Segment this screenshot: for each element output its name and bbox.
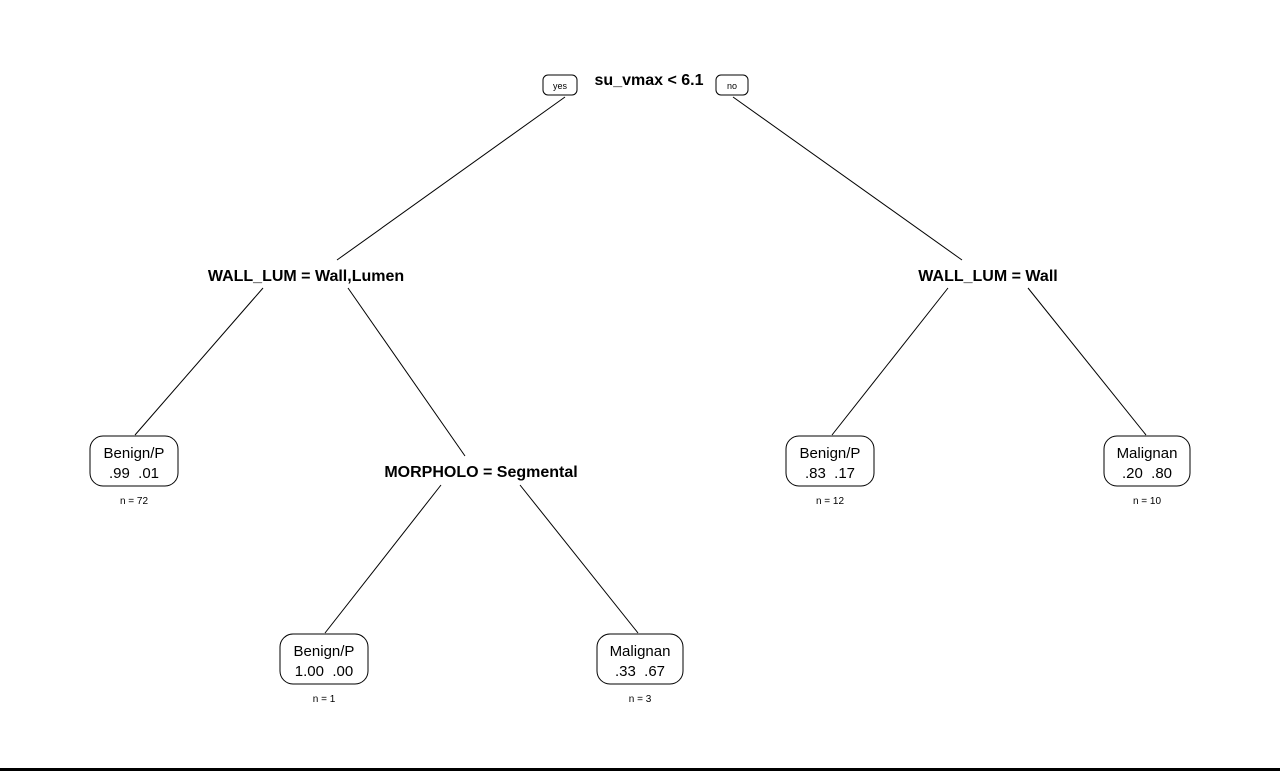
leaf-node: Benign/P .99 .01 n = 72	[89, 435, 179, 507]
edge-right-leaf5	[1027, 287, 1147, 436]
yes-tag-box	[542, 74, 578, 96]
edge-right-leaf4	[831, 287, 949, 436]
leaf-node: Benign/P .83 .17 n = 12	[785, 435, 875, 507]
leaf-class: Malignan	[610, 643, 671, 660]
leaf-node: Malignan .33 .67 n = 3	[596, 633, 684, 705]
leaf-box	[89, 435, 179, 487]
leaf-box	[785, 435, 875, 487]
edge-root-right	[732, 96, 963, 261]
edge-mid-leaf2	[324, 484, 442, 634]
edge-left-mid	[347, 287, 466, 457]
leaf-n: n = 10	[1133, 496, 1162, 507]
leaf-n: n = 1	[313, 694, 336, 705]
leaf-class: Benign/P	[294, 643, 355, 660]
yes-tag-label: yes	[553, 81, 568, 91]
leaf-n: n = 12	[816, 496, 845, 507]
edge-mid-leaf3	[519, 484, 639, 634]
no-tag-label: no	[727, 81, 737, 91]
leaf-box	[596, 633, 684, 685]
leaf-class: Benign/P	[800, 445, 861, 462]
tree-edges	[134, 96, 1147, 634]
leaf-box	[279, 633, 369, 685]
root-split-label: su_vmax < 6.1	[595, 72, 704, 89]
leaf-n: n = 3	[629, 694, 652, 705]
edge-root-left	[336, 96, 566, 261]
leaf-probs: .99 .01	[109, 465, 159, 482]
leaf-class: Malignan	[1117, 445, 1178, 462]
leaf-probs: 1.00 .00	[295, 663, 353, 680]
leaf-probs: .20 .80	[1122, 465, 1172, 482]
leaf-box	[1103, 435, 1191, 487]
edge-left-leaf1	[134, 287, 264, 436]
leaf-node: Malignan .20 .80 n = 10	[1103, 435, 1191, 507]
right-split-label: WALL_LUM = Wall	[918, 268, 1057, 285]
root-node: yes su_vmax < 6.1 no	[542, 72, 749, 96]
leaf-class: Benign/P	[104, 445, 165, 462]
leaf-node: Benign/P 1.00 .00 n = 1	[279, 633, 369, 705]
leaf-n: n = 72	[120, 496, 149, 507]
leaf-probs: .83 .17	[805, 465, 855, 482]
left-split-label: WALL_LUM = Wall,Lumen	[208, 268, 404, 285]
bottom-border	[0, 768, 1280, 771]
leaf-probs: .33 .67	[615, 663, 665, 680]
mid-split-label: MORPHOLO = Segmental	[384, 464, 577, 481]
no-tag-box	[715, 74, 749, 96]
